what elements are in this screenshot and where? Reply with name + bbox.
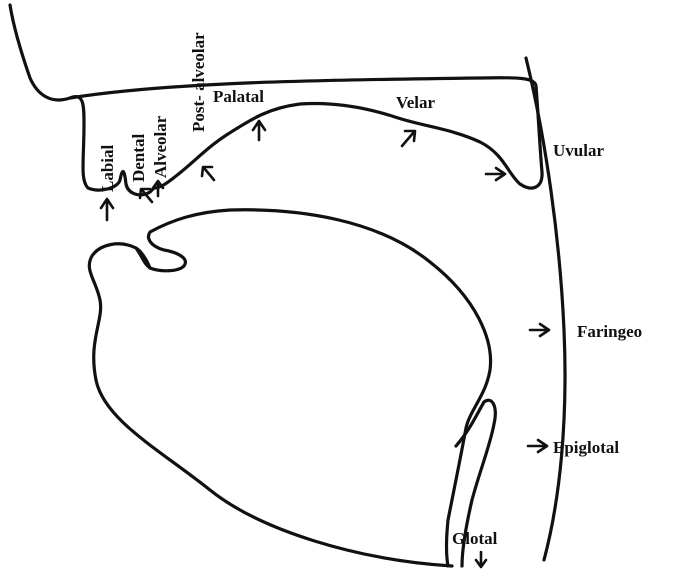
arrow-post-alveolar-icon [202,167,214,180]
label-alveolar: Alveolar [151,115,170,178]
arrow-glotal-icon [476,552,486,567]
arrow-faringeo-icon [530,324,549,336]
label-faringeo: Faringeo [577,322,642,341]
label-velar: Velar [396,93,435,112]
label-uvular: Uvular [553,141,604,160]
label-post-alveolar: Post- alveolar [189,32,208,132]
label-labial: Labial [98,144,117,192]
label-palatal: Palatal [213,87,264,106]
arrow-epiglotal-icon [528,440,547,452]
arrow-velar-icon [402,131,415,146]
label-dental: Dental [129,134,148,182]
pharyngeal-wall-outline [526,58,565,560]
arrow-palatal-icon [253,121,265,140]
arrow-labial-icon [101,199,113,220]
label-glotal: Glotal [452,529,498,548]
arrow-uvular-icon [486,168,505,180]
label-epiglotal: Epiglotal [553,438,619,457]
